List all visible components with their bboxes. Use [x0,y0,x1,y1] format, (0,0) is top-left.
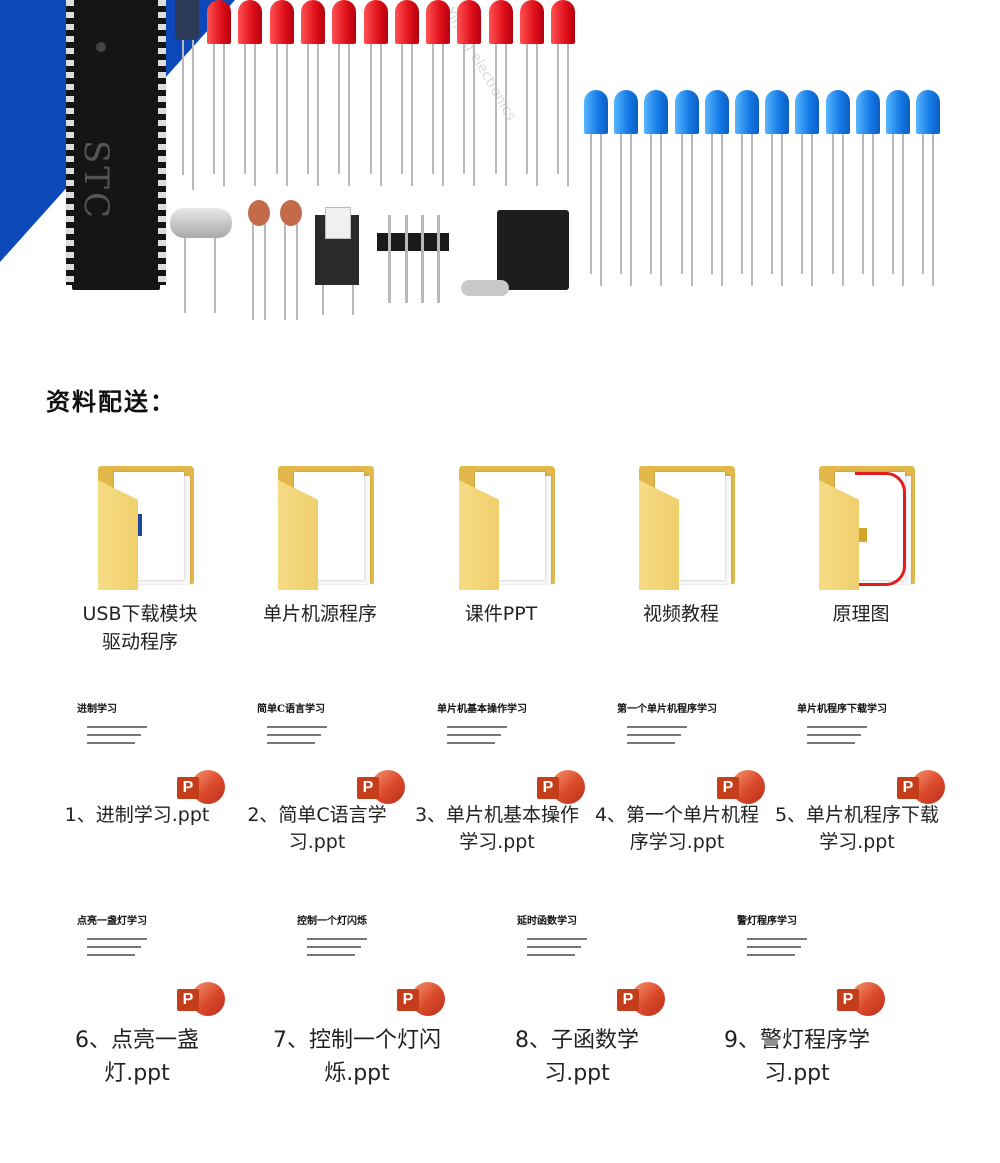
blue-led [735,90,759,134]
folder-usb-driver[interactable]: USB下载模块驱动程序 [50,466,230,653]
folder-label: 单片机源程序 [262,603,377,625]
slide-thumbnail: 简单C语言学习 [247,700,387,780]
red-led [207,0,231,44]
slide-title: 进制学习 [77,704,117,715]
folder-video[interactable]: 视频教程 [591,466,771,625]
red-led [332,0,357,44]
red-led [394,0,419,44]
slide-title: 警灯程序学习 [737,916,797,927]
slide-title: 单片机基本操作学习 [437,704,527,715]
folder-label: 视频教程 [642,603,719,625]
pin-header [377,233,449,251]
dc-power-jack [461,210,569,296]
slide-title: 简单C语言学习 [257,704,325,715]
ppt-file-label: 5、单片机程序下载学习.ppt [774,804,940,853]
crystal-oscillator [170,208,232,238]
blue-led [916,90,941,134]
powerpoint-icon: P [177,770,225,804]
slide-thumbnail: 点亮一盏灯学习 [67,912,207,992]
ceramic-capacitor [248,200,270,226]
ppt-file-label: 6、点亮一盏灯.ppt [75,1028,199,1086]
slide-thumbnail: 单片机程序下载学习 [787,700,927,780]
red-led [426,0,451,44]
blue-led [584,90,608,134]
folder-schematic[interactable]: 原理图 [771,466,951,625]
blue-led [795,90,820,134]
powerpoint-icon: P [537,770,585,804]
red-led [551,0,576,44]
ppt-file-label: 9、警灯程序学习.ppt [724,1028,870,1086]
electrolytic-capacitor [175,0,199,40]
ppt-file-label: 8、子函数学习.ppt [515,1028,639,1086]
powerpoint-icon: P [897,770,945,804]
slide-title: 第一个单片机程序学习 [617,704,717,715]
folder-icon [278,466,376,591]
folder-icon [98,466,196,591]
red-led [300,0,325,44]
red-led [488,0,513,44]
powerpoint-icon: P [177,982,225,1016]
product-photo: STC Yiheng electronics [0,0,1000,330]
blue-led [765,90,790,134]
slide-title: 控制一个灯闪烁 [297,916,367,927]
ppt-file-label: 7、控制一个灯闪烁.ppt [273,1028,441,1086]
push-switch [315,207,359,285]
red-led [238,0,263,44]
slide-thumbnail: 进制学习 [67,700,207,780]
blue-led [855,90,880,134]
blue-led [886,90,910,134]
folder-label: USB下载模块驱动程序 [82,603,198,653]
ppt-file-label: 2、简单C语言学习.ppt [247,804,387,853]
red-led [363,0,388,44]
folder-source-code[interactable]: 单片机源程序 [230,466,410,625]
chip-mark: STC [76,140,116,221]
folder-ppt[interactable]: 课件PPT [411,466,591,625]
section-title: 资料配送： [46,387,176,416]
red-led [520,0,544,44]
folder-icon [819,466,917,591]
folder-icon [639,466,737,591]
ppt-file-label: 3、单片机基本操作学习.ppt [414,804,580,853]
slide-thumbnail: 警灯程序学习 [727,912,867,992]
blue-led [674,90,699,134]
slide-title: 延时函数学习 [517,916,577,927]
red-led [457,0,482,44]
powerpoint-icon: P [837,982,885,1016]
blue-led [704,90,729,134]
slide-thumbnail: 单片机基本操作学习 [427,700,567,780]
blue-led [644,90,669,134]
slide-thumbnail: 延时函数学习 [507,912,647,992]
blue-led [614,90,639,134]
slide-thumbnail: 第一个单片机程序学习 [607,700,747,780]
blue-led [825,90,850,134]
powerpoint-icon: P [617,982,665,1016]
powerpoint-icon: P [717,770,765,804]
folder-label: 原理图 [832,603,890,625]
folder-label: 课件PPT [464,603,538,625]
ppt-file-label: 4、第一个单片机程序学习.ppt [594,804,760,853]
slide-thumbnail: 控制一个灯闪烁 [287,912,427,992]
ceramic-capacitor [280,200,302,226]
slide-title: 点亮一盏灯学习 [77,916,147,927]
slide-title: 单片机程序下载学习 [797,704,887,715]
mcu-chip: STC [66,0,166,290]
powerpoint-icon: P [397,982,445,1016]
folder-icon [459,466,557,591]
ppt-file-label: 1、进制学习.ppt [64,804,210,826]
powerpoint-icon: P [357,770,405,804]
red-led [269,0,294,44]
